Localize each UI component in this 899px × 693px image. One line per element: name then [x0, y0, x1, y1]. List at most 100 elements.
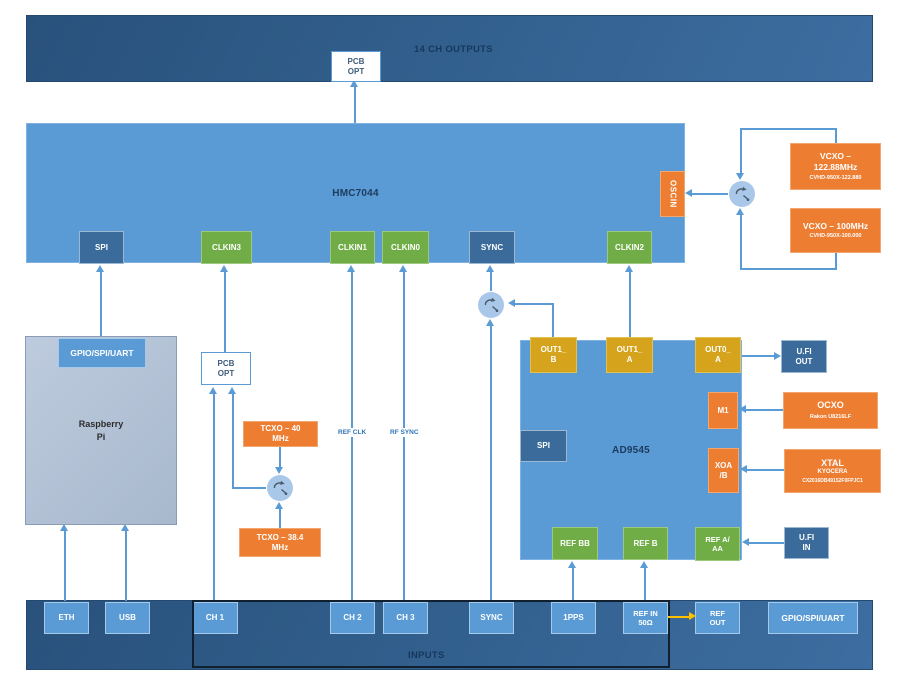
wire-1pps-to-refbb	[572, 568, 574, 601]
arrowhead	[508, 299, 515, 307]
port-pi-gpio: GPIO/SPI/UART	[58, 338, 146, 368]
arrowhead	[640, 561, 648, 568]
inputs-label: INPUTS	[408, 650, 445, 661]
wire-out0a-to-uflout	[742, 355, 774, 357]
port-ad-spi: SPI	[520, 430, 567, 462]
arrowhead	[220, 265, 228, 272]
xtal-box: XTAL KYOCERA CX2016DB49152F0FPJC1	[784, 449, 881, 493]
wire-eth-to-pi	[64, 531, 66, 601]
wire-out1a-to-clkin2	[629, 272, 631, 337]
outputs-bar-label: 14 CH OUTPUTS	[414, 44, 493, 55]
wire-usb-to-pi	[125, 531, 127, 601]
switch-icon	[478, 292, 504, 318]
wire-refin-to-refb	[644, 568, 646, 601]
wire-vcxo122-route	[740, 128, 837, 130]
input-sync: SYNC	[469, 602, 514, 634]
arrowhead	[736, 173, 744, 180]
ad9545-label: AD9545	[612, 444, 650, 456]
port-ref-bb: REF BB	[552, 527, 598, 560]
tcxo-select-mux	[266, 474, 294, 502]
vcxo-100-box: VCXO – 100MHz CVHD-950X-100.000	[790, 208, 881, 253]
input-ch1: CH 1	[192, 602, 238, 634]
arrowhead	[736, 208, 744, 215]
port-clkin0: CLKIN0	[382, 231, 429, 264]
wire-vcxo100-route	[740, 215, 742, 270]
input-gpio-spi-uart: GPIO/SPI/UART	[768, 602, 858, 634]
port-out1-a: OUT1_A	[606, 337, 653, 373]
wire-hmc-to-pcbopt	[354, 87, 356, 123]
arrowhead	[275, 502, 283, 509]
input-ch2: CH 2	[330, 602, 375, 634]
arrowhead	[96, 265, 104, 272]
arrowhead	[60, 524, 68, 531]
wire-pcbopt-to-clkin3	[224, 272, 226, 352]
arrowhead	[399, 265, 407, 272]
wire-out1b-up	[552, 304, 554, 338]
hmc7044-label: HMC7044	[332, 187, 379, 199]
wire-label-ref-clk: REF CLK	[336, 428, 369, 437]
wire-tcxomux-to-pcbopt	[232, 394, 234, 488]
wire-out1b-to-mux	[515, 303, 554, 305]
raspberry-pi-label: Raspberry Pi	[78, 418, 124, 442]
arrowhead	[568, 561, 576, 568]
wire-syncin-to-mux	[490, 326, 492, 601]
wire-tcxo384-to-mux	[279, 509, 281, 528]
port-out1-b: OUT1_B	[530, 337, 577, 373]
arrowhead	[350, 80, 358, 87]
input-1pps: 1PPS	[551, 602, 596, 634]
wire-xtal-to-xoab	[747, 469, 784, 471]
arrowhead	[209, 387, 217, 394]
wire-ocxo-to-m1	[746, 409, 783, 411]
wire-ch1-to-pcbopt	[213, 394, 215, 601]
port-out0-a: OUT0_A	[695, 337, 741, 373]
wire-uflin-to-refaaa	[749, 542, 784, 544]
arrowhead	[742, 538, 749, 546]
wire-vcxo122-route	[740, 129, 742, 173]
wire-vcxo100-route	[740, 268, 837, 270]
pcb-opt-mid-box: PCB OPT	[201, 352, 251, 385]
pcb-opt-top-box: PCB OPT	[331, 51, 381, 82]
input-eth: ETH	[44, 602, 89, 634]
port-clkin3: CLKIN3	[201, 231, 252, 264]
sync-select-mux	[477, 291, 505, 319]
switch-icon	[729, 181, 755, 207]
wire-refin-to-refout	[668, 616, 690, 618]
wire-vcxo100-route	[835, 253, 837, 270]
arrowhead	[689, 612, 696, 620]
arrowhead	[347, 265, 355, 272]
outputs-bar: 14 CH OUTPUTS	[26, 15, 873, 82]
wire-mux-to-oscin	[691, 193, 728, 195]
vcxo-12288-box: VCXO – 122.88MHz CVHD-950X-122.880	[790, 143, 881, 190]
arrowhead	[774, 352, 781, 360]
input-usb: USB	[105, 602, 150, 634]
hmc7044-chip: HMC7044	[26, 123, 685, 263]
vcxo-select-mux	[728, 180, 756, 208]
arrowhead	[685, 189, 692, 197]
inputs-group-outline	[192, 600, 670, 668]
port-clkin1: CLKIN1	[330, 231, 375, 264]
arrowhead	[486, 265, 494, 272]
port-m1: M1	[708, 392, 738, 429]
input-ch3: CH 3	[383, 602, 428, 634]
wire-tcxo40-to-mux	[279, 447, 281, 467]
wire-vcxo122-route	[835, 128, 837, 144]
ocxo-box: OCXO Rakon U8216LF	[783, 392, 878, 429]
wire-label-rf-sync: RF SYNC	[388, 428, 421, 437]
arrowhead	[740, 465, 747, 473]
port-oscin: OSCIN	[660, 171, 685, 217]
arrowhead	[486, 319, 494, 326]
arrowhead	[121, 524, 129, 531]
port-hmc-spi: SPI	[79, 231, 124, 264]
port-xoa-b: XOA/B	[708, 448, 739, 493]
arrowhead	[625, 265, 633, 272]
arrowhead	[228, 387, 236, 394]
switch-icon	[267, 475, 293, 501]
wire-tcxomux-out	[232, 487, 266, 489]
